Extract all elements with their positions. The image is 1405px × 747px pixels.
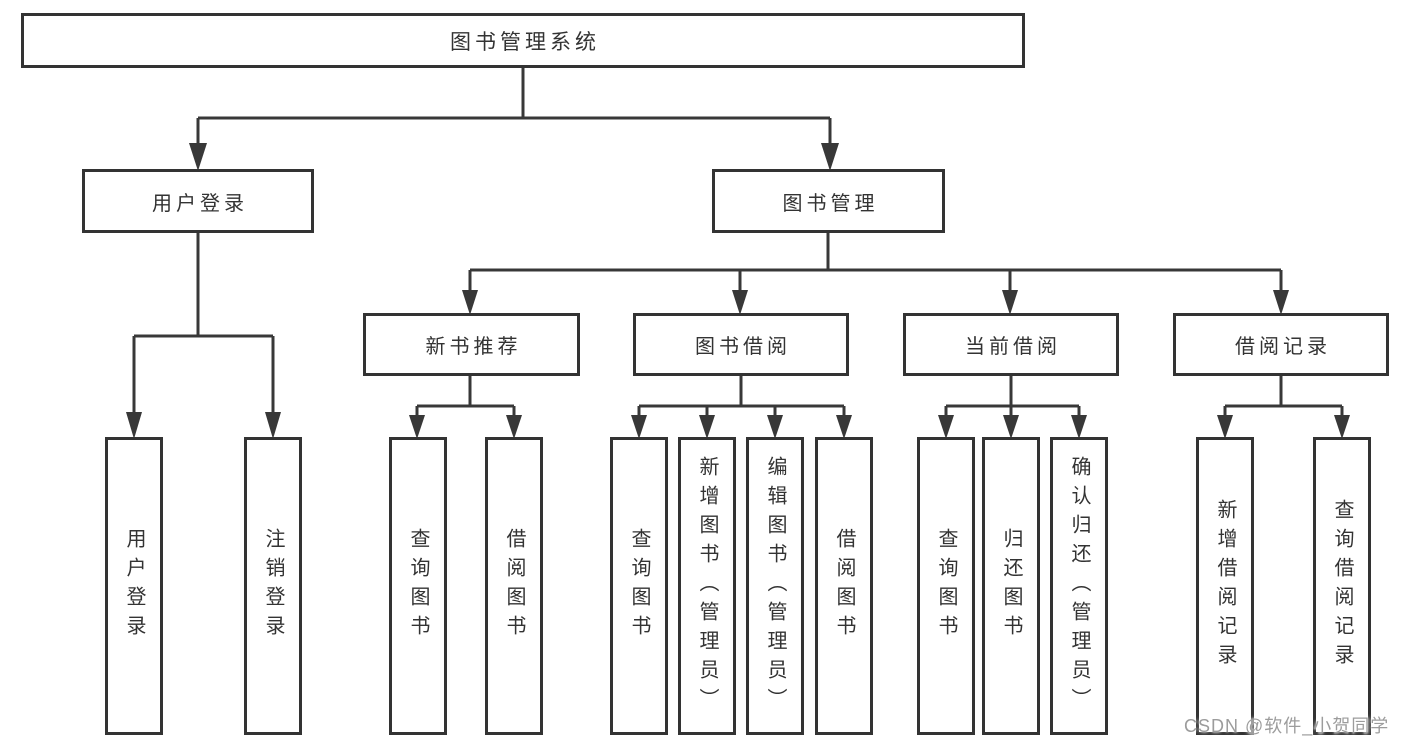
leaf-records-query-record: 查询借阅记录 <box>1313 437 1371 735</box>
node-book-management: 图书管理 <box>712 169 945 233</box>
node-borrowing-records: 借阅记录 <box>1173 313 1389 376</box>
node-user-login: 用户登录 <box>82 169 314 233</box>
leaf-current-query-books: 查询图书 <box>917 437 975 735</box>
leaf-current-confirm-return-admin: 确认归还（管理员） <box>1050 437 1108 735</box>
leaf-logout: 注销登录 <box>244 437 302 735</box>
leaf-user-login: 用户登录 <box>105 437 163 735</box>
leaf-borrow-borrow-books: 借阅图书 <box>815 437 873 735</box>
leaf-borrow-edit-books-admin: 编辑图书（管理员） <box>746 437 804 735</box>
leaf-newbook-borrow-books: 借阅图书 <box>485 437 543 735</box>
csdn-watermark: CSDN @软件_小贺同学 <box>1184 716 1390 736</box>
leaf-records-add-record: 新增借阅记录 <box>1196 437 1254 735</box>
leaf-newbook-query-books: 查询图书 <box>389 437 447 735</box>
leaf-borrow-add-books-admin: 新增图书（管理员） <box>678 437 736 735</box>
node-book-borrowing: 图书借阅 <box>633 313 849 376</box>
node-new-book-recommendation: 新书推荐 <box>363 313 580 376</box>
leaf-current-return-books: 归还图书 <box>982 437 1040 735</box>
node-current-borrowing: 当前借阅 <box>903 313 1119 376</box>
leaf-borrow-query-books: 查询图书 <box>610 437 668 735</box>
node-root-library-system: 图书管理系统 <box>21 13 1025 68</box>
